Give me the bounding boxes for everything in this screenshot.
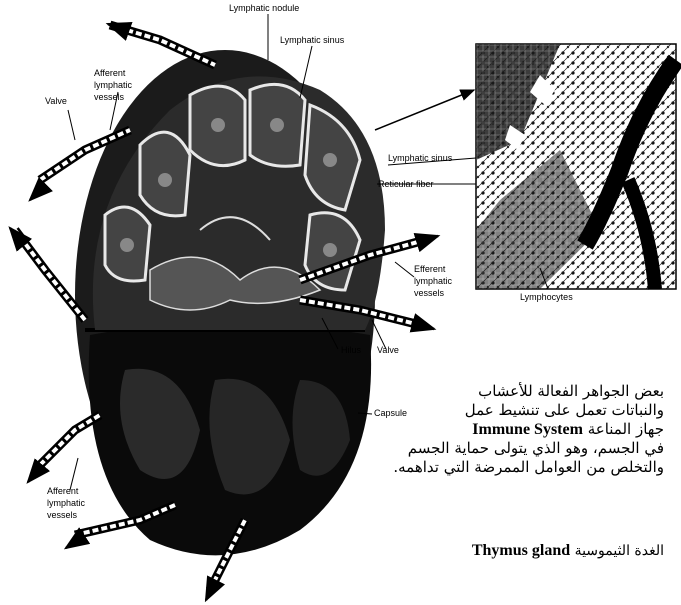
magnified-inset [476, 44, 676, 289]
inset-pointer-arrow [375, 90, 474, 130]
arabic-description: بعض الجواهر الفعالة للأعشاب والنباتات تع… [392, 382, 664, 477]
label-efferent-1: Efferent [414, 264, 446, 274]
label-afferent-bottom-3: vessels [47, 510, 78, 520]
label-efferent-2: lymphatic [414, 276, 453, 286]
label-lymphatic-sinus-right: Lymphatic sinus [388, 153, 453, 163]
immune-system-term: Immune System [472, 421, 583, 438]
label-reticular-fiber: Reticular fiber [378, 179, 434, 189]
label-lymphatic-sinus-top: Lymphatic sinus [280, 35, 345, 45]
label-afferent-bottom-2: lymphatic [47, 498, 86, 508]
description-line-2: والنباتات تعمل على تنشيط عمل [392, 401, 664, 420]
description-line-4: في الجسم، وهو الذي يتولى حماية الجسم [392, 439, 664, 458]
description-line-3: جهاز المناعة Immune System [392, 420, 664, 439]
description-line-5: والتخلص من العوامل الممرضة التي تداهمه. [392, 458, 664, 477]
description-line-1: بعض الجواهر الفعالة للأعشاب [392, 382, 664, 401]
label-afferent-top-2: lymphatic [94, 80, 133, 90]
label-lymphocytes: Lymphocytes [520, 292, 573, 302]
label-afferent-top-1: Afferent [94, 68, 126, 78]
label-afferent-bottom-1: Afferent [47, 486, 79, 496]
label-efferent-3: vessels [414, 288, 445, 298]
label-lymphatic-nodule: Lymphatic nodule [229, 3, 299, 13]
label-valve-left: Valve [45, 96, 67, 106]
label-valve-right: Valve [377, 345, 399, 355]
label-afferent-top-3: vessels [94, 92, 125, 102]
description-line-3-arabic: جهاز المناعة [588, 420, 664, 438]
figure-caption: الغدة الثيموسية Thymus gland [392, 542, 664, 560]
caption-english: Thymus gland [472, 542, 570, 559]
label-hilus: Hilus [341, 345, 362, 355]
caption-arabic: الغدة الثيموسية [575, 543, 664, 559]
